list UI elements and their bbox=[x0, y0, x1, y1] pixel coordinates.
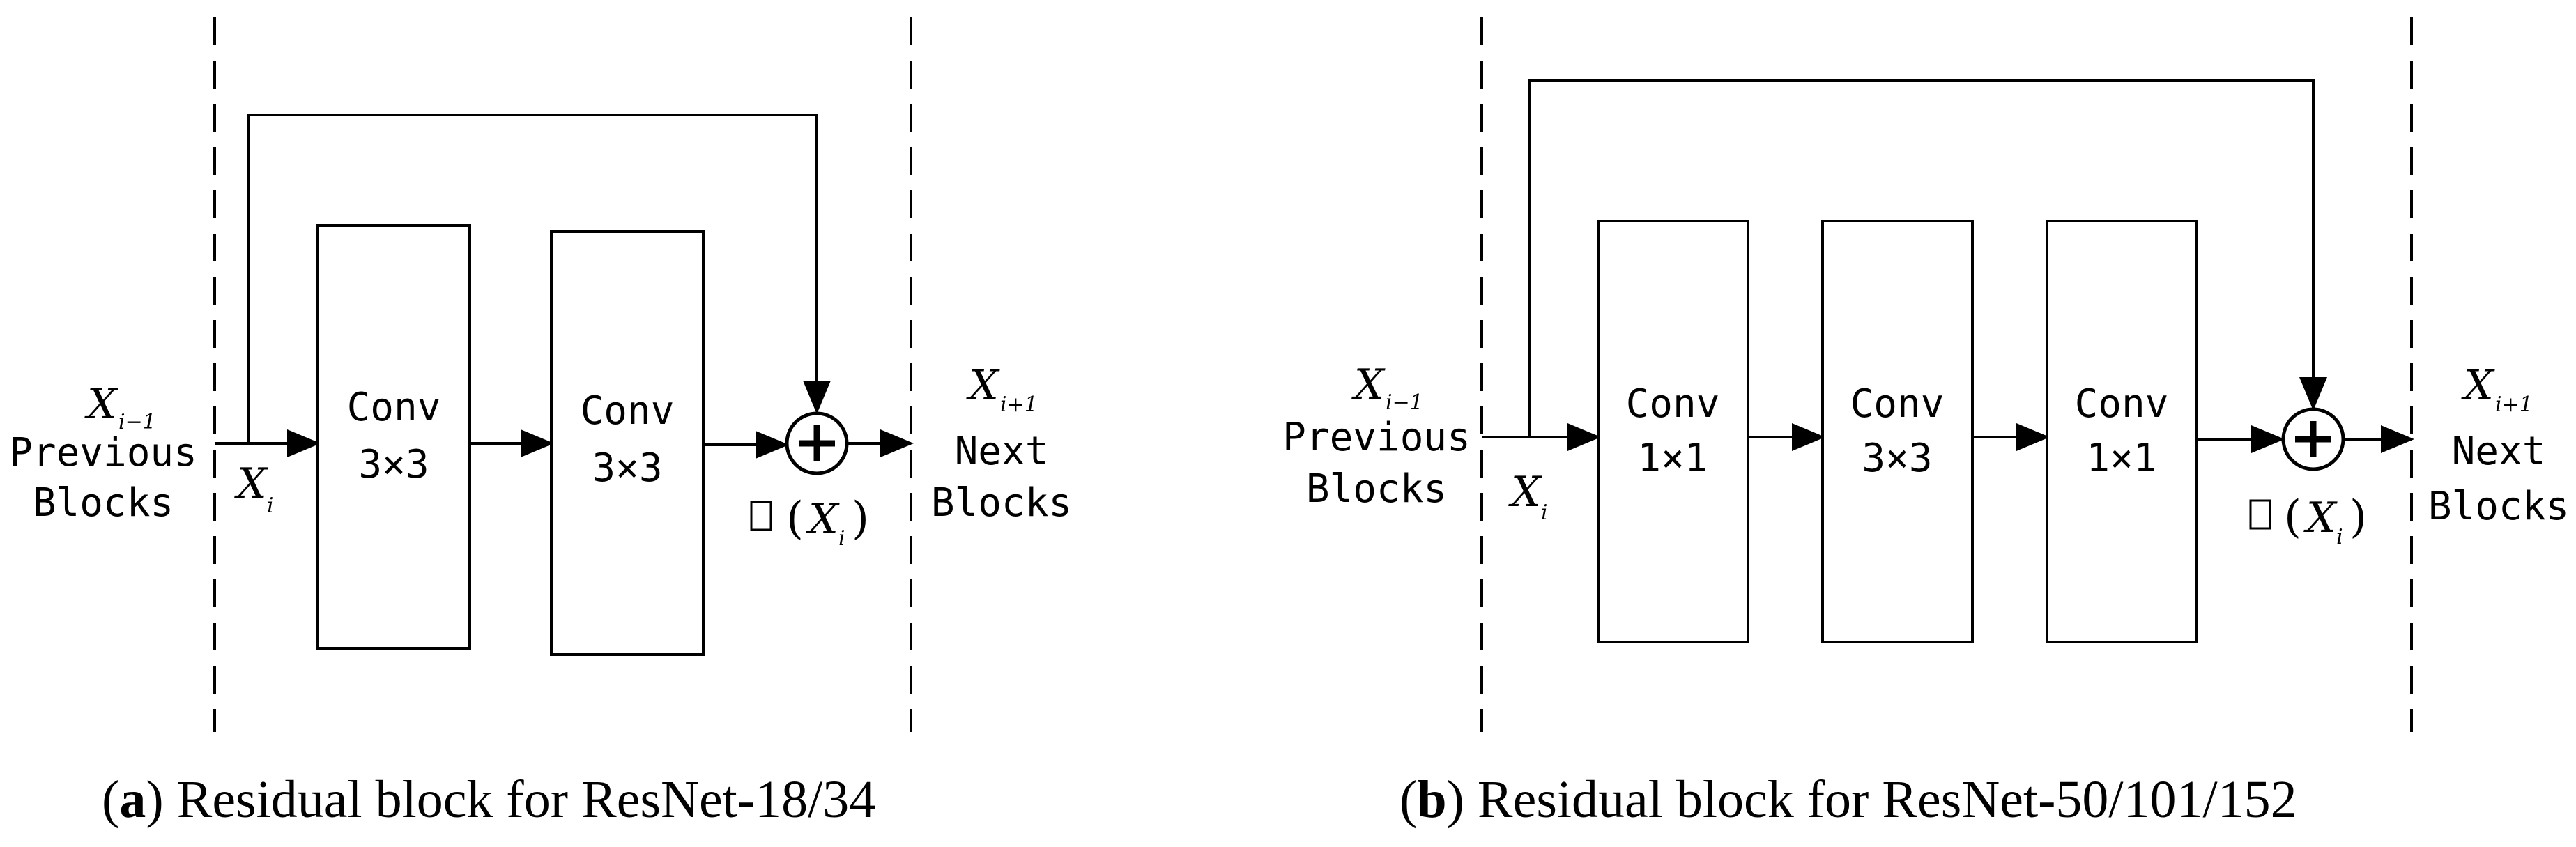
panel-b-function-lparen: ( bbox=[2284, 491, 2301, 543]
panel-b-input-label-previous: Previous bbox=[1282, 415, 1471, 460]
panel-a-function-rparen: ) bbox=[852, 493, 869, 544]
panel-a-output-label-blocks: Blocks bbox=[931, 480, 1072, 526]
panel-b-output-symbol: X bbox=[2461, 361, 2495, 410]
panel-b-output-subscript: i+1 bbox=[2495, 392, 2533, 417]
panel-b-function-arg: X bbox=[2303, 494, 2338, 542]
panel-b-input-subscript: i−1 bbox=[1386, 390, 1423, 415]
panel-b-skip-connection bbox=[1528, 79, 2327, 437]
panel-a-input-subscript: i−1 bbox=[118, 410, 156, 434]
panel-b-conv-block-3-size: 1×1 bbox=[2086, 436, 2156, 481]
panel-a-conv-block-1-size: 3×3 bbox=[358, 442, 429, 487]
panel-a-xi-symbol: X bbox=[234, 459, 268, 508]
panel-b-conv-block-2-size: 3×3 bbox=[1862, 436, 1932, 481]
panel-a-function-lparen: ( bbox=[786, 493, 804, 544]
panel-a-conv-block-1 bbox=[316, 224, 471, 650]
panel-b-conv-block-1 bbox=[1597, 220, 1749, 643]
panel-a-input-symbol: X bbox=[84, 380, 118, 429]
panel-a-xi-subscript: i bbox=[267, 494, 274, 518]
panel-b-input-symbol: X bbox=[1351, 360, 1386, 409]
panel-a-output-subscript: i+1 bbox=[1000, 392, 1038, 417]
panel-b-conv-block-1-size: 1×1 bbox=[1637, 436, 1708, 481]
panel-b-function-arg-subscript: i bbox=[2336, 525, 2343, 549]
panel-b-conv-block-2 bbox=[1821, 220, 1974, 643]
panel-a-input-label-blocks: Blocks bbox=[33, 480, 174, 526]
panel-b-sum-node-icon bbox=[2281, 407, 2345, 471]
panel-a-function-glyph-icon bbox=[750, 501, 772, 531]
panel-a-caption: (a) Residual block for ResNet-18/34 bbox=[102, 770, 875, 829]
panel-a-skip-connection bbox=[247, 114, 831, 443]
panel-b-caption: (b) Residual block for ResNet-50/101/152 bbox=[1400, 770, 2297, 829]
panel-b-input-label-blocks: Blocks bbox=[1306, 466, 1447, 512]
panel-b-conv-block-1-name: Conv bbox=[1626, 381, 1720, 427]
panel-a-conv-block-2 bbox=[550, 230, 705, 656]
panel-a: X i−1 Previous Blocks X i Conv 3×3 Conv … bbox=[9, 17, 1072, 829]
panel-a-conv-block-1-name: Conv bbox=[347, 385, 441, 430]
panel-a-function-arg: X bbox=[806, 495, 840, 544]
panel-b-output-label-blocks: Blocks bbox=[2428, 484, 2569, 529]
panel-a-input-label-previous: Previous bbox=[9, 430, 197, 475]
panel-b-function-glyph-icon bbox=[2249, 499, 2271, 530]
panel-b-function-rparen: ) bbox=[2349, 491, 2367, 543]
panel-b-conv-block-3 bbox=[2046, 220, 2198, 643]
panel-a-sum-node-icon bbox=[785, 411, 849, 475]
panel-a-output-symbol: X bbox=[966, 361, 1000, 410]
panel-a-conv-block-2-size: 3×3 bbox=[592, 445, 662, 491]
panel-b-conv-block-2-name: Conv bbox=[1850, 381, 1945, 427]
panel-b-conv-block-3-name: Conv bbox=[2075, 381, 2169, 427]
panel-b-output-label-next: Next bbox=[2452, 429, 2546, 474]
panel-a-output-label-next: Next bbox=[955, 429, 1049, 474]
panel-a-function-arg-subscript: i bbox=[838, 526, 845, 551]
panel-b-xi-subscript: i bbox=[1541, 501, 1548, 525]
panel-b-xi-symbol: X bbox=[1508, 468, 1542, 517]
panel-a-conv-block-2-name: Conv bbox=[581, 388, 675, 434]
panel-b: X i−1 Previous Blocks X i Conv 1×1 Conv … bbox=[1282, 17, 2569, 829]
